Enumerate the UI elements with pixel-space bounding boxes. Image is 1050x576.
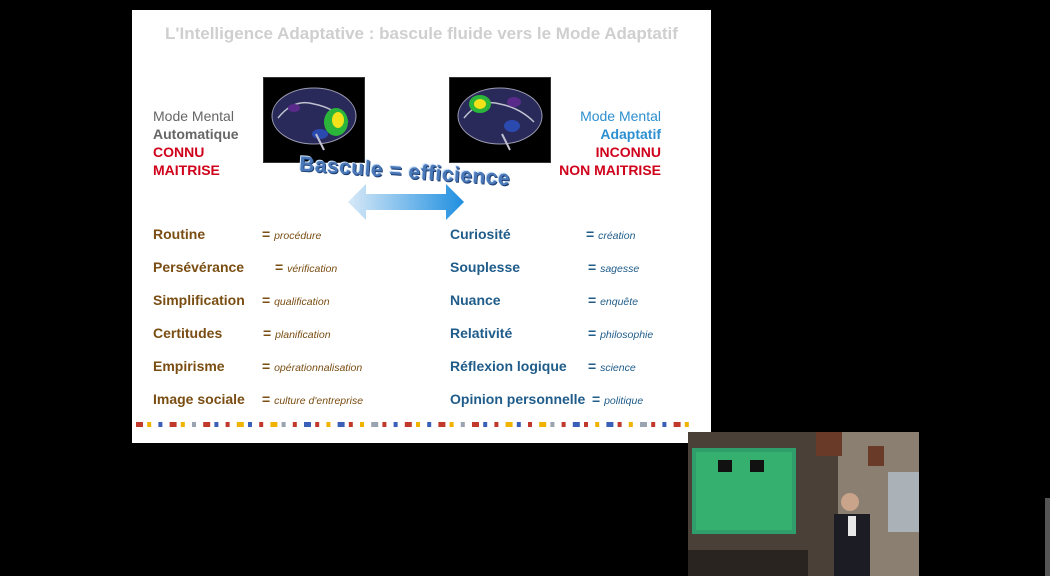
speaker-video-inset: [688, 432, 919, 576]
left-mode-line3: CONNU: [153, 143, 239, 161]
double-arrow-icon: [348, 184, 464, 220]
left-mode-line4: MAITRISE: [153, 161, 239, 179]
right-mode-line4: NON MAITRISE: [559, 161, 661, 179]
left-term-image-sociale: Image sociale: [153, 391, 245, 407]
left-term-perseverance: Persévérance: [153, 259, 244, 275]
right-eq-relativite: = philosophie: [588, 325, 653, 341]
right-term-opinion-personnelle: Opinion personnelle: [450, 391, 585, 407]
left-eq-perseverance: = vérification: [275, 259, 337, 275]
left-term-simplification: Simplification: [153, 292, 245, 308]
right-term-relativite: Relativité: [450, 325, 512, 341]
left-term-certitudes: Certitudes: [153, 325, 222, 341]
right-mode-line1: Mode Mental: [559, 107, 661, 125]
left-mode-label: Mode Mental Automatique CONNU MAITRISE: [153, 107, 239, 179]
right-mode-label: Mode Mental Adaptatif INCONNU NON MAITRI…: [559, 107, 661, 179]
decorative-dot-line: [136, 421, 696, 429]
left-mode-line1: Mode Mental: [153, 107, 239, 125]
left-term-routine: Routine: [153, 226, 205, 242]
left-eq-empirisme: = opérationnalisation: [262, 358, 362, 374]
right-term-curiosite: Curiosité: [450, 226, 511, 242]
left-eq-routine: = procédure: [262, 226, 321, 242]
right-eq-curiosite: = création: [586, 226, 635, 242]
left-eq-simplification: = qualification: [262, 292, 330, 308]
right-mode-line2: Adaptatif: [559, 125, 661, 143]
right-eq-souplesse: = sagesse: [588, 259, 639, 275]
slide-title: L'Intelligence Adaptative : bascule flui…: [152, 24, 691, 43]
left-eq-certitudes: = planification: [263, 325, 331, 341]
video-scrollbar[interactable]: [1045, 498, 1050, 576]
right-eq-nuance: = enquête: [588, 292, 638, 308]
right-term-souplesse: Souplesse: [450, 259, 520, 275]
presentation-slide: L'Intelligence Adaptative : bascule flui…: [132, 10, 711, 443]
left-eq-image-sociale: = culture d'entreprise: [262, 391, 363, 407]
brain-scan-left-image: [263, 77, 365, 163]
right-eq-reflexion-logique: = science: [588, 358, 636, 374]
right-eq-opinion-personnelle: = politique: [592, 391, 643, 407]
right-term-reflexion-logique: Réflexion logique: [450, 358, 567, 374]
left-term-empirisme: Empirisme: [153, 358, 225, 374]
right-term-nuance: Nuance: [450, 292, 501, 308]
left-mode-line2: Automatique: [153, 125, 239, 143]
brain-scan-right-image: [449, 77, 551, 163]
right-mode-line3: INCONNU: [559, 143, 661, 161]
